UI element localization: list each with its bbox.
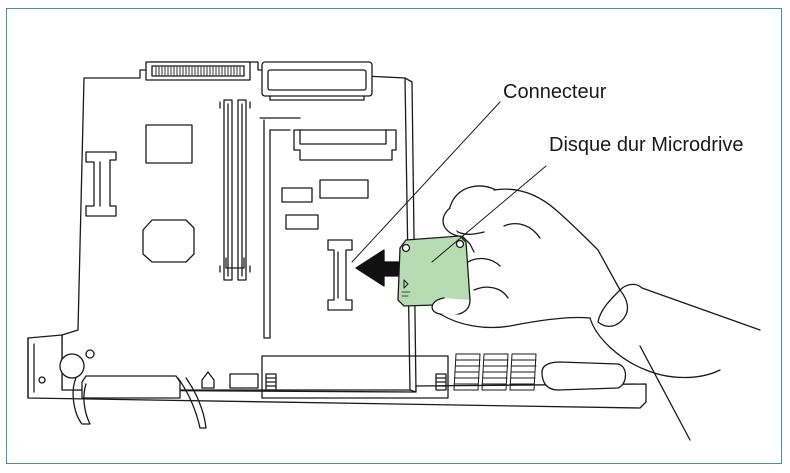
bracket-tab bbox=[541, 361, 627, 391]
port-clip-right bbox=[177, 377, 207, 429]
parallel-port bbox=[81, 375, 181, 399]
small-connector-2 bbox=[229, 373, 259, 389]
microdrive-connector bbox=[327, 239, 353, 311]
thumb-screw-left bbox=[265, 373, 277, 391]
hand bbox=[431, 185, 621, 329]
thumb-screw-right bbox=[435, 373, 447, 391]
top-socket-connector bbox=[261, 61, 373, 101]
component-3 bbox=[285, 214, 319, 230]
chip-octagon bbox=[142, 219, 195, 263]
circuit-board bbox=[61, 61, 417, 393]
component-2 bbox=[319, 179, 369, 199]
sleeve bbox=[589, 283, 761, 441]
left-board-connector bbox=[85, 151, 117, 217]
riser-slot bbox=[259, 117, 397, 339]
knob bbox=[59, 353, 85, 379]
bracket-screw-hole bbox=[38, 376, 46, 384]
component-1 bbox=[281, 187, 313, 203]
microdrive-label: Disque dur Microdrive bbox=[549, 134, 744, 156]
vent-grille bbox=[453, 353, 537, 391]
slot-cover bbox=[261, 355, 449, 399]
microdrive-card bbox=[397, 235, 471, 307]
small-connector-1 bbox=[201, 371, 215, 389]
rear-bracket bbox=[27, 334, 647, 429]
port-clip-left bbox=[72, 377, 91, 425]
top-pin-connector bbox=[145, 61, 251, 81]
knob-pin bbox=[85, 349, 95, 359]
connector-label: Connecteur bbox=[503, 81, 607, 103]
chip-square-top bbox=[145, 124, 193, 164]
pin-row bbox=[155, 66, 241, 76]
microdrive-leader-line bbox=[431, 165, 547, 263]
connector-leader-line bbox=[351, 101, 501, 263]
memory-slots bbox=[219, 99, 251, 281]
